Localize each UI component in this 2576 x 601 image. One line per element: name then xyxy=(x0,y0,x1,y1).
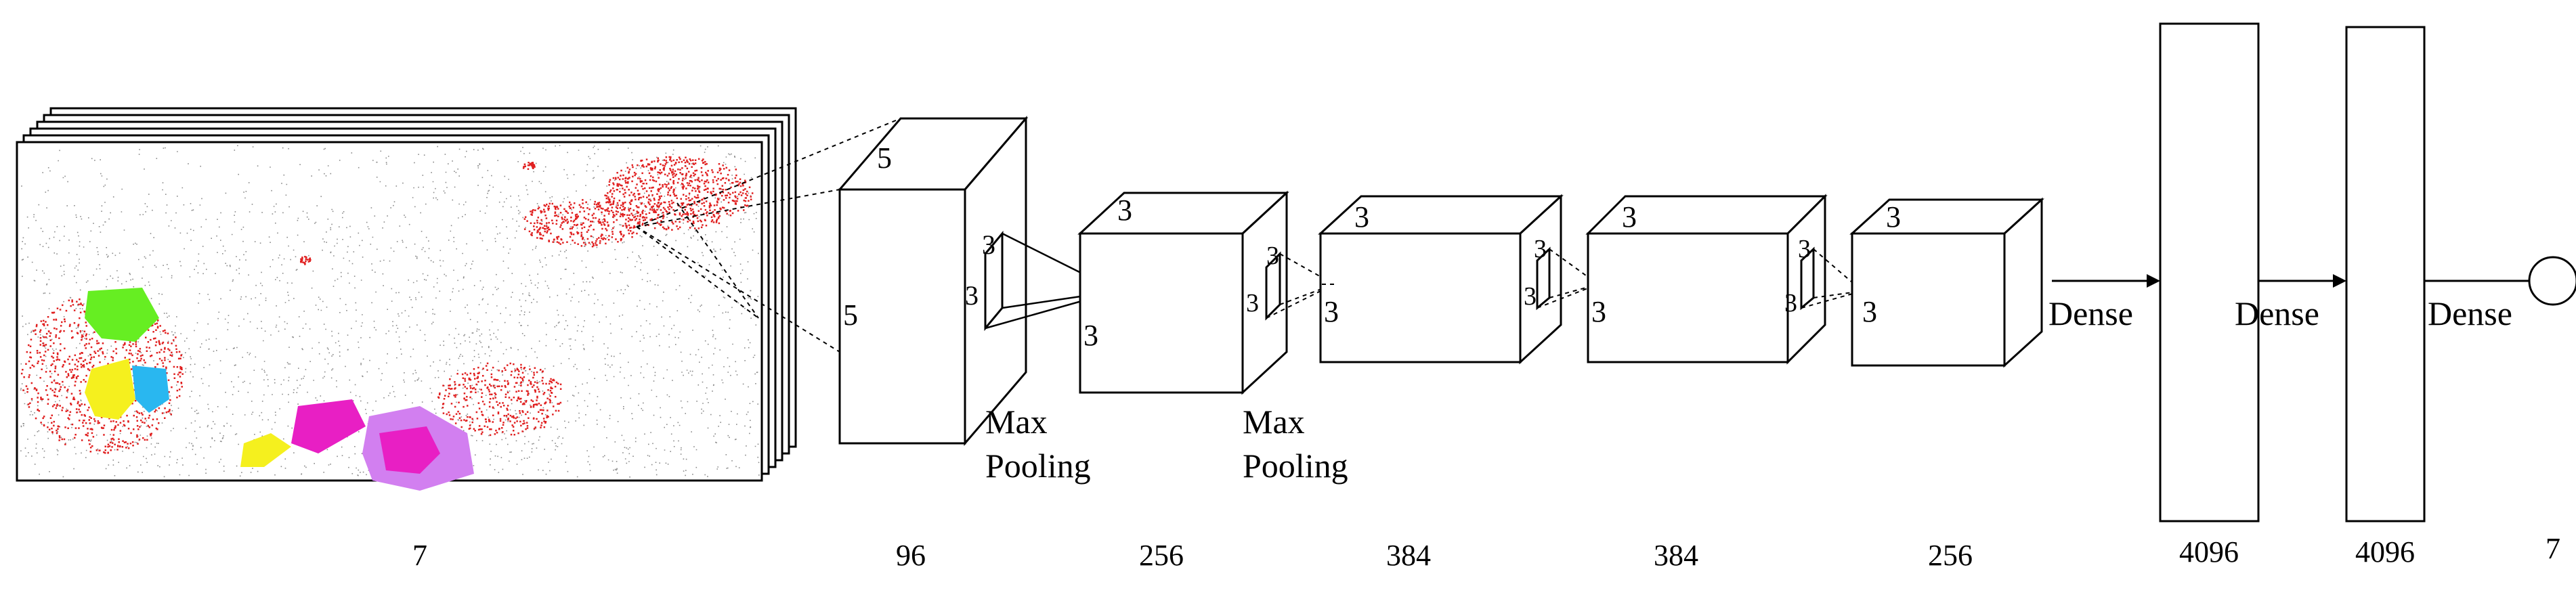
dense-label-1: Dense xyxy=(2048,294,2133,332)
conv4-kernel-in-b: 3 xyxy=(1784,289,1797,317)
conv5-filters: 256 xyxy=(1928,539,1973,572)
conv3-filters: 384 xyxy=(1386,539,1431,572)
conv5-kernel-left: 3 xyxy=(1862,295,1877,328)
conv3-kernel-left: 3 xyxy=(1324,295,1339,328)
conv2-kernel-in-a: 3 xyxy=(1266,242,1279,270)
pool1-label-line1: Max xyxy=(985,403,1048,441)
conv1-filters: 96 xyxy=(896,539,926,572)
conv4-kernel-in-a: 3 xyxy=(1798,235,1811,263)
dense-arrow-1 xyxy=(2052,274,2160,288)
conv2-filters: 256 xyxy=(1139,539,1184,572)
fc2-layer xyxy=(2345,26,2426,522)
segmented-regions xyxy=(85,288,474,491)
conv4-filters: 384 xyxy=(1654,539,1698,572)
conv3-kernel-in-b: 3 xyxy=(1524,282,1537,311)
dense-label-2: Dense xyxy=(2235,294,2319,332)
conv4-block xyxy=(1585,194,1863,365)
fc1-units: 4096 xyxy=(2179,535,2239,569)
conv1-kernel-left: 5 xyxy=(843,298,858,332)
conv2-kernel-top: 3 xyxy=(1117,194,1132,227)
dense-label-3: Dense xyxy=(2428,294,2512,332)
pool2-label-line1: Max xyxy=(1243,403,1305,441)
conv2-kernel-left: 3 xyxy=(1083,319,1098,352)
conv4-kernel-left: 3 xyxy=(1591,295,1606,328)
conv1-kernel-in-b: 3 xyxy=(965,280,979,311)
fc1-layer xyxy=(2159,22,2260,522)
conv3-kernel-top: 3 xyxy=(1354,200,1369,233)
output-node xyxy=(2528,256,2576,306)
pool1-label-line2: Pooling xyxy=(985,447,1091,485)
conv1-kernel-top: 5 xyxy=(877,141,892,175)
fc2-units: 4096 xyxy=(2355,535,2415,569)
conv2-kernel-in-b: 3 xyxy=(1246,289,1259,317)
pool2-label-line2: Pooling xyxy=(1243,447,1348,485)
conv5-block xyxy=(1849,197,2044,368)
conv1-kernel-in-a: 3 xyxy=(982,229,995,260)
input-channels-label: 7 xyxy=(412,539,427,572)
input-stack xyxy=(16,107,901,491)
dense-arrow-2 xyxy=(2258,274,2346,288)
input-receptive-field xyxy=(636,118,901,353)
conv3-kernel-in-a: 3 xyxy=(1534,235,1547,263)
conv2-block xyxy=(1077,190,1335,395)
output-units: 7 xyxy=(2546,532,2560,565)
conv3-block xyxy=(1318,194,1599,365)
conv5-kernel-top: 3 xyxy=(1886,200,1901,233)
conv4-kernel-top: 3 xyxy=(1622,200,1637,233)
